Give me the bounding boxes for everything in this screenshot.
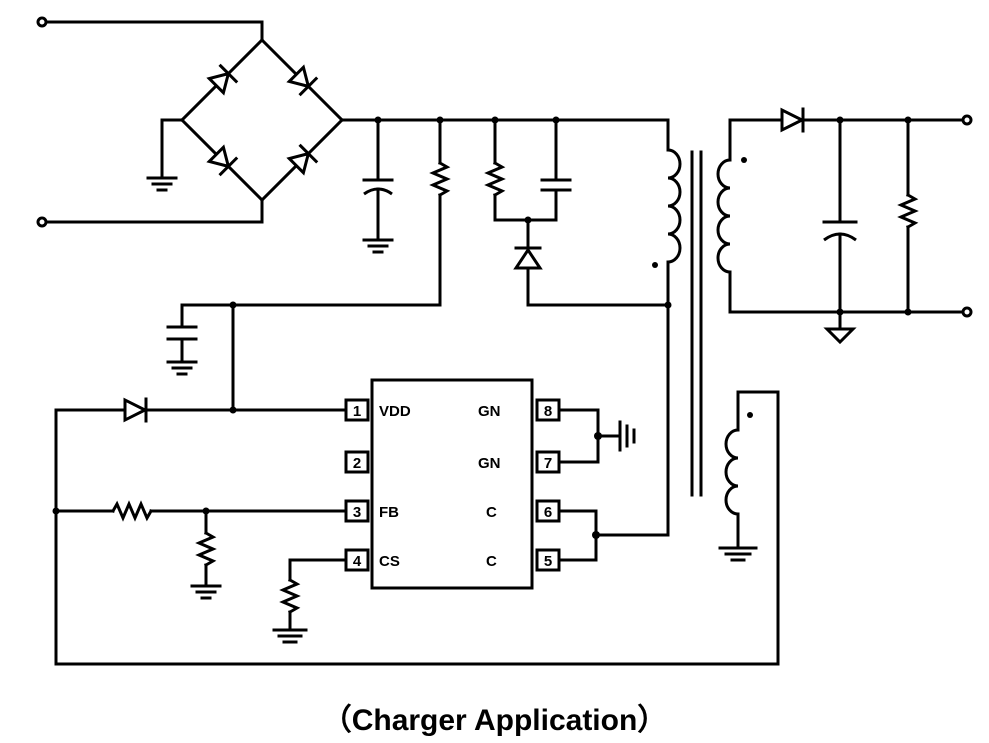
- ic-pin-3: [344, 499, 370, 523]
- diagram-caption: （Charger Application）: [321, 704, 668, 737]
- ic-pin-5: [535, 548, 561, 572]
- dc-bus: [340, 116, 670, 124]
- vdd-capacitor: [166, 303, 235, 412]
- pin-number: 5: [544, 553, 552, 570]
- pin-label-fb: FB: [379, 504, 399, 521]
- bridge-diode-4: [286, 143, 319, 176]
- pin-number: 3: [353, 504, 361, 521]
- pin-label-vdd: VDD: [379, 403, 411, 420]
- transformer: [54, 118, 842, 666]
- ic-pin-6: [535, 499, 561, 523]
- primary-dot: [652, 262, 658, 268]
- ground-icon: [272, 628, 308, 644]
- bridge-diode-1: [206, 63, 239, 96]
- ground-icon: [718, 546, 758, 562]
- pin-number: 1: [353, 403, 361, 420]
- ic-pin-2: [344, 450, 370, 474]
- bridge-diode-3: [206, 144, 239, 177]
- pin-number: 8: [544, 403, 552, 420]
- ground-icon: [190, 584, 222, 600]
- bridge-diode-2: [286, 64, 319, 97]
- ground-icon: [166, 360, 198, 376]
- snubber-diode: [513, 247, 543, 270]
- pin-label-gnd-7: GN: [478, 455, 501, 472]
- pin-label-drain-6: C: [486, 504, 497, 521]
- controller-ic: 1 2 3 4 5 6 7 8 VDD FB CS GN GN C C: [344, 378, 561, 590]
- pin-number: 7: [544, 455, 552, 472]
- pin-label-drain-5: C: [486, 553, 497, 570]
- vdd-diode: [123, 397, 149, 423]
- output-diode: [780, 107, 806, 133]
- pin-label-cs: CS: [379, 553, 400, 570]
- output-terminal-negative: [961, 306, 973, 318]
- pin-number: 2: [353, 455, 361, 472]
- output-stage: [780, 107, 973, 345]
- bulk-capacitor: [362, 118, 394, 254]
- ic-pin-1: [344, 398, 370, 422]
- secondary-dot: [741, 157, 747, 163]
- current-sense-resistor: [272, 558, 348, 644]
- pin-number: 4: [353, 553, 362, 570]
- ic-pin-7: [535, 450, 561, 474]
- ic-drain-connection: [560, 509, 670, 562]
- output-terminal-positive: [961, 114, 973, 126]
- ac-input: [36, 16, 264, 228]
- pin-label-gnd-8: GN: [478, 403, 501, 420]
- bridge-rectifier: [146, 37, 345, 203]
- ic-ground-connection: [560, 408, 636, 464]
- ground-icon: [146, 176, 178, 192]
- ground-icon: [362, 238, 394, 254]
- ic-pin-8: [535, 398, 561, 422]
- feedback-divider: [52, 500, 348, 600]
- circuit-schematic: 1 2 3 4 5 6 7 8 VDD FB CS GN GN C C: [36, 16, 973, 666]
- ic-pin-4: [344, 548, 370, 572]
- vdd-path: [54, 397, 348, 423]
- secondary-ground-icon: [823, 327, 857, 345]
- startup-resistor: [180, 118, 451, 327]
- pin-number: 6: [544, 504, 552, 521]
- rcd-snubber: [484, 118, 670, 307]
- aux-dot: [747, 412, 753, 418]
